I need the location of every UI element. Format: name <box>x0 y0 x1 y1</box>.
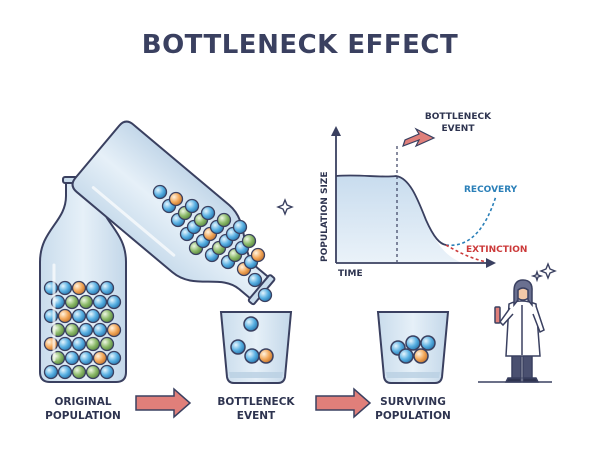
ball <box>85 308 101 324</box>
ball <box>413 348 429 364</box>
event-arrow-icon <box>402 127 436 148</box>
population-chart: POPULATION SIZE TIME BOTTLENECK EVENT RE… <box>320 112 527 279</box>
ball <box>200 205 216 221</box>
ball <box>71 364 87 380</box>
ball <box>71 308 87 324</box>
ball <box>99 280 115 296</box>
ball <box>398 348 414 364</box>
ball <box>85 336 101 352</box>
ball <box>99 336 115 352</box>
ball <box>85 280 101 296</box>
ball <box>57 308 73 324</box>
ball <box>241 233 257 249</box>
scientist-figure <box>478 279 552 383</box>
arrow-right-icon <box>135 387 192 419</box>
recovery-label: RECOVERY <box>464 185 518 195</box>
ball <box>106 350 122 366</box>
ball <box>92 294 108 310</box>
ball <box>43 308 59 324</box>
ball <box>230 339 246 355</box>
ball <box>43 280 59 296</box>
ball <box>405 335 421 351</box>
ball <box>184 198 200 214</box>
ball <box>243 316 259 332</box>
ball <box>78 294 94 310</box>
ball <box>247 272 263 288</box>
ball <box>106 294 122 310</box>
ball <box>250 247 266 263</box>
stage-label-surviving: SURVIVING <box>380 396 446 408</box>
ball <box>258 348 274 364</box>
y-axis-label: POPULATION SIZE <box>320 172 330 262</box>
ball <box>85 364 101 380</box>
bottleneck-glass <box>219 311 293 384</box>
stage-label-original: ORIGINAL <box>54 396 111 408</box>
ball <box>92 322 108 338</box>
ball <box>232 219 248 235</box>
ball <box>168 191 184 207</box>
sparkle-icon <box>530 262 557 283</box>
ball <box>57 336 73 352</box>
ball <box>64 322 80 338</box>
ball <box>71 280 87 296</box>
bottleneck-event-label: BOTTLENECK <box>425 112 492 122</box>
ball <box>216 212 232 228</box>
page-title: BOTTLENECK EFFECT <box>142 30 458 60</box>
extinction-curve <box>445 244 487 263</box>
ball <box>78 322 94 338</box>
stage-label-bottleneck: EVENT <box>237 410 276 422</box>
ball <box>57 280 73 296</box>
ball <box>244 348 260 364</box>
ball <box>257 287 273 303</box>
stage-label-bottleneck: BOTTLENECK <box>217 396 295 408</box>
ball <box>43 364 59 380</box>
extinction-label: EXTINCTION <box>466 245 527 255</box>
stage-label-original: POPULATION <box>45 410 121 422</box>
surviving-glass <box>376 311 450 384</box>
population-curve <box>335 174 447 246</box>
original-population-bottle <box>39 176 127 383</box>
ball <box>57 364 73 380</box>
ball <box>71 336 87 352</box>
bottleneck-event-label: EVENT <box>442 124 476 134</box>
ball <box>92 350 108 366</box>
ball <box>99 308 115 324</box>
arrow-right-icon <box>315 387 372 419</box>
ball <box>106 322 122 338</box>
ball <box>420 335 436 351</box>
pouring-balls <box>152 184 273 303</box>
stage-label-surviving: POPULATION <box>375 410 451 422</box>
ball <box>78 350 94 366</box>
sparkle-icon <box>276 198 294 216</box>
bottle-balls <box>43 280 122 380</box>
ball <box>43 336 59 352</box>
ball <box>64 294 80 310</box>
x-axis-label: TIME <box>338 269 363 279</box>
ball <box>64 350 80 366</box>
recovery-curve <box>445 195 497 247</box>
ball <box>99 364 115 380</box>
ball <box>152 184 168 200</box>
